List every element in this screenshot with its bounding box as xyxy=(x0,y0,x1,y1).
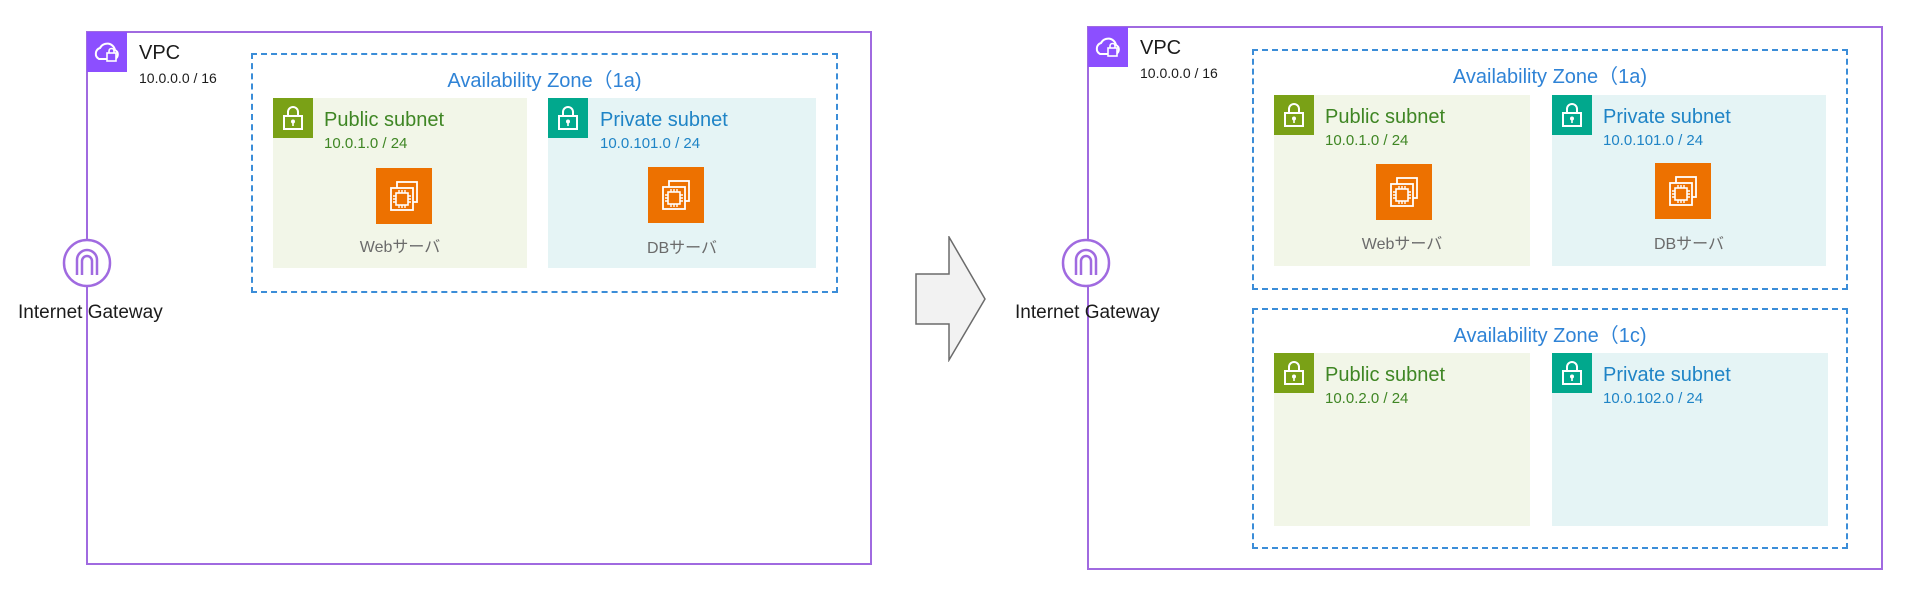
ec2-instance-icon xyxy=(1376,164,1432,220)
padlock-icon xyxy=(273,98,313,138)
subnet-title: Public subnet xyxy=(1325,106,1446,128)
ec2-instance-icon xyxy=(1655,163,1711,219)
vpc-cidr: 10.0.0.0 / 16 xyxy=(1140,65,1218,81)
availability-zone-1a-after xyxy=(1252,49,1848,290)
subnet-cidr: 10.0.101.0 / 24 xyxy=(1603,132,1704,149)
internet-gateway-icon xyxy=(62,238,112,288)
vpc-cidr: 10.0.0.0 / 16 xyxy=(139,70,217,86)
subnet-title: Private subnet xyxy=(1603,106,1731,128)
vpc-icon xyxy=(1088,27,1128,67)
vpc-title: VPC xyxy=(139,42,181,64)
subnet-cidr: 10.0.2.0 / 24 xyxy=(1325,390,1409,407)
web-server-label: Webサーバ xyxy=(1361,236,1443,253)
subnet-cidr: 10.0.1.0 / 24 xyxy=(324,135,408,152)
availability-zone-1a-before xyxy=(251,53,838,293)
padlock-icon xyxy=(1552,95,1592,135)
web-server-label: Webサーバ xyxy=(359,239,441,256)
az-label: Availability Zone（1c) xyxy=(1453,325,1647,347)
subnet-cidr: 10.0.101.0 / 24 xyxy=(600,135,701,152)
az-label: Availability Zone（1a) xyxy=(1452,66,1648,88)
padlock-icon xyxy=(1274,95,1314,135)
right-arrow-icon xyxy=(915,234,987,363)
padlock-icon xyxy=(548,98,588,138)
subnet-cidr: 10.0.1.0 / 24 xyxy=(1325,132,1409,149)
internet-gateway-icon xyxy=(1061,238,1111,288)
padlock-icon xyxy=(1274,353,1314,393)
padlock-icon xyxy=(1552,353,1592,393)
ec2-instance-icon xyxy=(648,167,704,223)
private-subnet-1c xyxy=(1552,353,1828,526)
internet-gateway-label: Internet Gateway xyxy=(1015,302,1160,323)
az-label: Availability Zone（1a) xyxy=(447,70,642,92)
subnet-title: Public subnet xyxy=(324,109,445,131)
db-server-label: DBサーバ xyxy=(1653,236,1725,253)
internet-gateway-label: Internet Gateway xyxy=(18,302,163,323)
availability-zone-1c-after xyxy=(1252,308,1848,549)
subnet-title: Public subnet xyxy=(1325,364,1446,386)
ec2-instance-icon xyxy=(376,168,432,224)
vpc-icon xyxy=(87,32,127,72)
db-server-label: DBサーバ xyxy=(646,240,718,257)
subnet-cidr: 10.0.102.0 / 24 xyxy=(1603,390,1704,407)
subnet-title: Private subnet xyxy=(1603,364,1731,386)
vpc-title: VPC xyxy=(1140,37,1182,59)
subnet-title: Private subnet xyxy=(600,109,728,131)
public-subnet-1c xyxy=(1274,353,1530,526)
